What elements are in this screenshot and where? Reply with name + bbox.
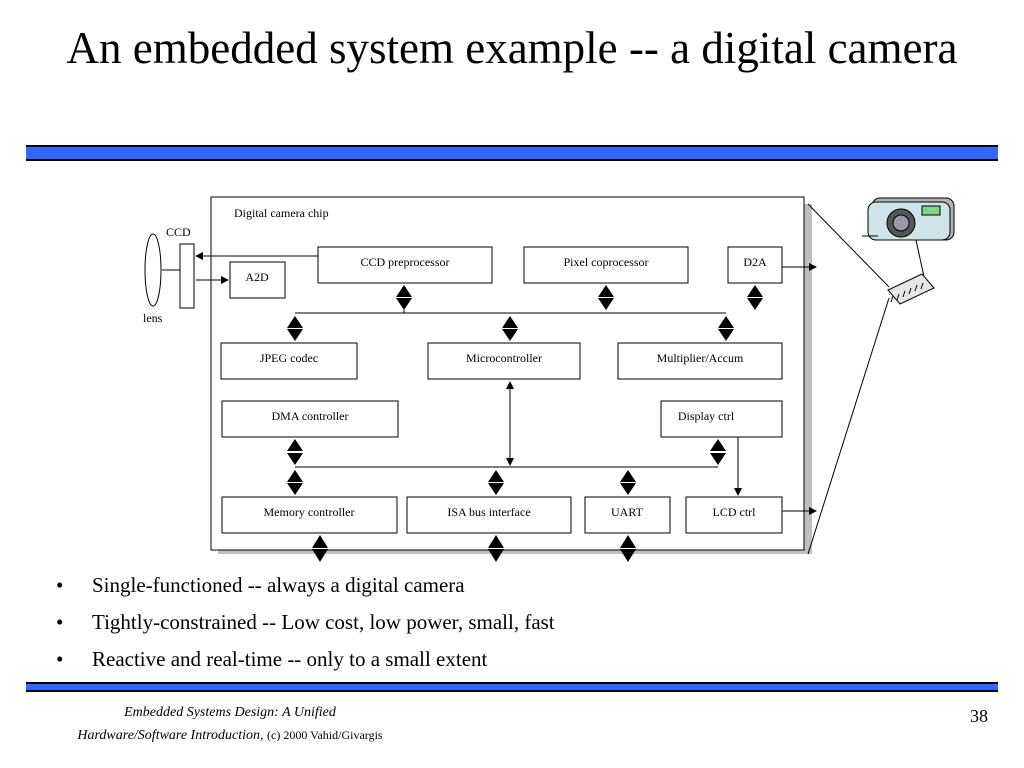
label-uart: UART xyxy=(611,505,644,519)
block-a2d xyxy=(229,261,286,299)
chip-icon xyxy=(887,273,935,305)
label-microcontroller: Microcontroller xyxy=(466,351,542,365)
bullet-item: •Single-functioned -- always a digital c… xyxy=(56,573,465,597)
ccd-label: CCD xyxy=(166,225,191,239)
bullet-text: Reactive and real-time -- only to a smal… xyxy=(92,647,488,671)
block-ccd-preprocessor xyxy=(317,246,493,284)
label-memory-controller: Memory controller xyxy=(264,505,355,519)
block-dma-controller xyxy=(221,400,399,438)
bus-connectors xyxy=(287,285,763,562)
slide-title: An embedded system example -- a digital … xyxy=(66,23,958,73)
bullet-text: Single-functioned -- always a digital ca… xyxy=(92,573,465,597)
camera-icon xyxy=(862,197,955,287)
label-lcd-ctrl: LCD ctrl xyxy=(713,505,757,519)
block-d2a xyxy=(727,246,783,284)
chip-label: Digital camera chip xyxy=(234,206,329,220)
footer-divider-bar xyxy=(26,682,998,692)
block-lcd-ctrl xyxy=(685,496,783,534)
footer-copyright: (c) 2000 Vahid/Givargis xyxy=(267,728,383,742)
bullet-text: Tightly-constrained -- Low cost, low pow… xyxy=(92,610,555,634)
bullet-item: •Reactive and real-time -- only to a sma… xyxy=(56,647,488,671)
footer-book-title: Embedded Systems Design: A Unified xyxy=(124,705,336,720)
label-dma-controller: DMA controller xyxy=(272,409,349,423)
title-divider-bar xyxy=(26,145,998,161)
label-pixel-coprocessor: Pixel coprocessor xyxy=(564,255,649,269)
footer-book-subtitle: Hardware/Software Introduction, xyxy=(77,728,264,743)
bullet-list: •Single-functioned -- always a digital c… xyxy=(56,570,555,681)
label-d2a: D2A xyxy=(743,255,767,269)
footer-citation: Embedded Systems Design: A Unified Hardw… xyxy=(30,702,430,747)
footer-line-2: Hardware/Software Introduction, (c) 2000… xyxy=(30,724,430,747)
label-display-ctrl: Display ctrl xyxy=(678,409,735,423)
lens-icon xyxy=(144,233,162,307)
label-multiplier-accum: Multiplier/Accum xyxy=(657,351,744,365)
block-display-ctrl xyxy=(660,400,783,438)
ccd-sensor xyxy=(179,243,195,309)
label-jpeg-codec: JPEG codec xyxy=(260,351,318,365)
block-jpeg-codec xyxy=(220,342,358,380)
block-uart xyxy=(584,496,671,534)
block-pixel-coprocessor xyxy=(523,246,689,284)
page-number: 38 xyxy=(970,706,988,726)
lens-label: lens xyxy=(143,311,163,325)
block-multiplier-accum xyxy=(617,342,783,380)
label-isa-bus-interface: ISA bus interface xyxy=(447,505,530,519)
bullet-item: •Tightly-constrained -- Low cost, low po… xyxy=(56,610,555,634)
label-a2d: A2D xyxy=(245,270,269,284)
block-isa-bus-interface xyxy=(406,496,572,534)
block-microcontroller xyxy=(427,342,581,380)
label-ccd-preprocessor: CCD preprocessor xyxy=(361,255,450,269)
block-memory-controller xyxy=(221,496,398,534)
